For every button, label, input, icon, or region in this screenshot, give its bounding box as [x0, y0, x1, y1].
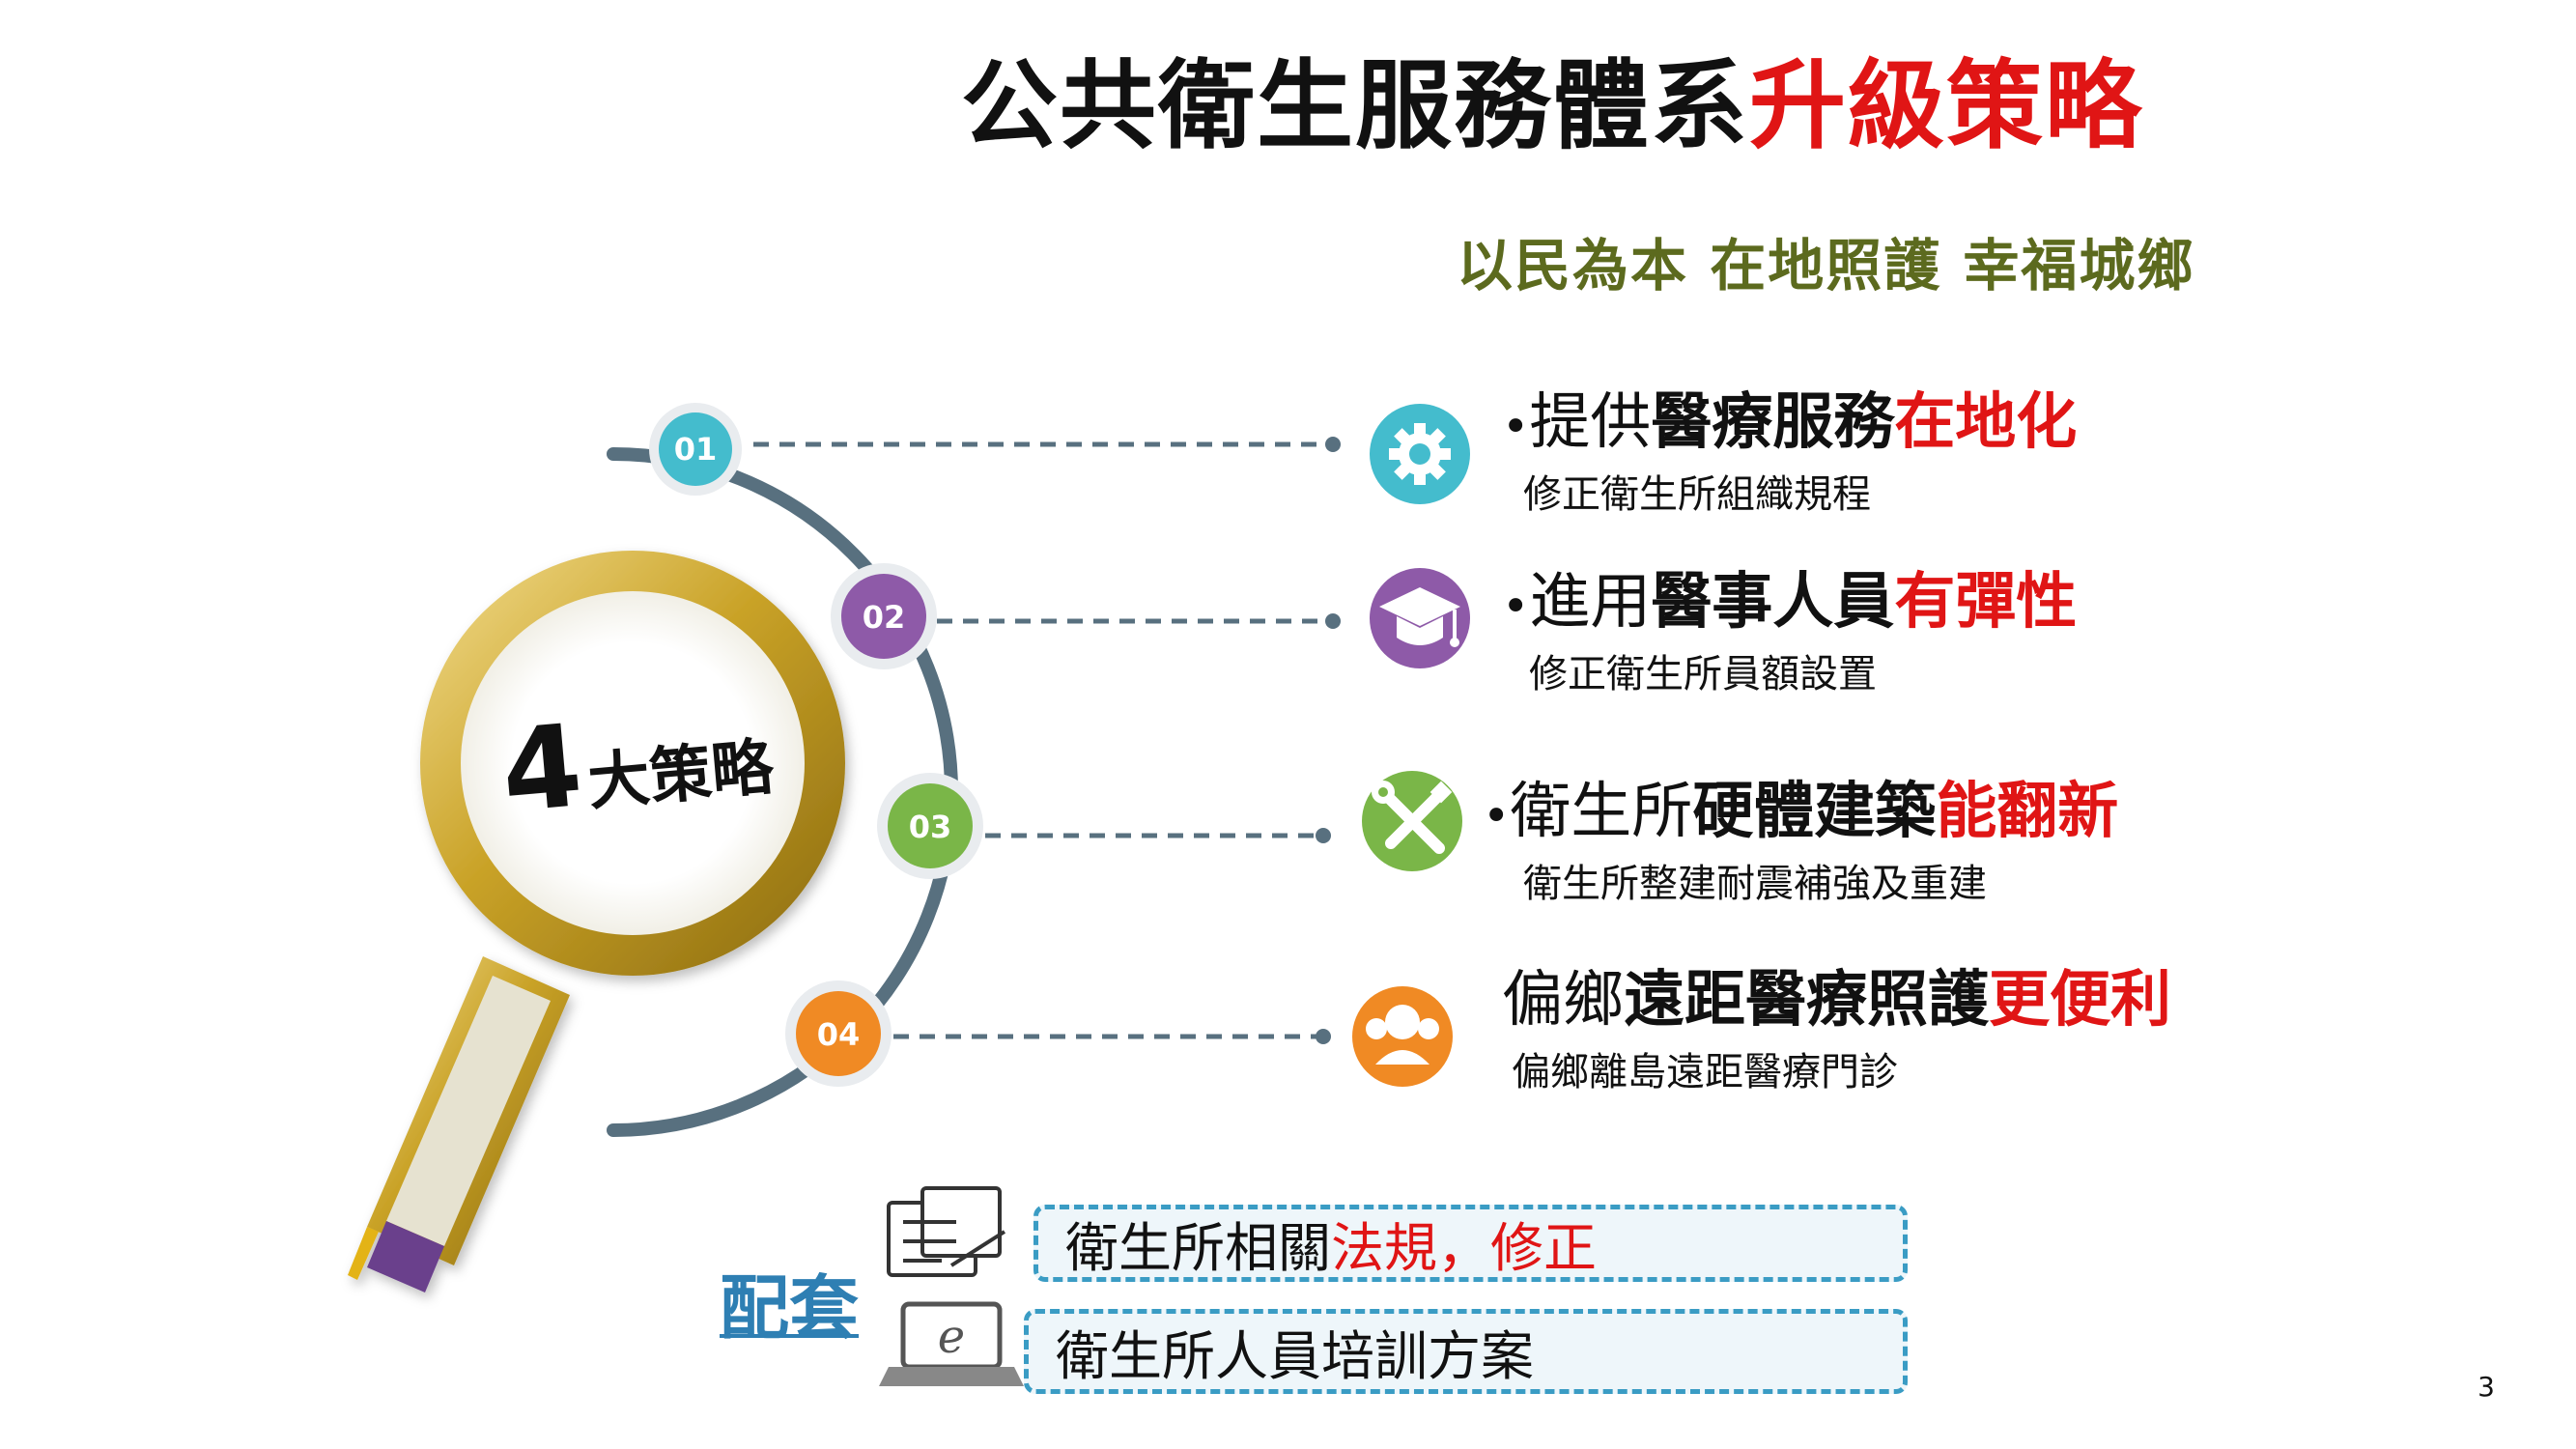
strategy-2-highlight: 有彈性	[1894, 566, 2078, 637]
strategy-1-plain: 提供	[1529, 386, 1652, 457]
support-item-2-plain: 衛生所人員培訓方案	[1056, 1325, 1535, 1387]
e-learning-laptop-icon: e	[879, 1301, 1024, 1386]
strategy-4-plain: 偏鄉	[1502, 964, 1624, 1035]
badge-02-text: 02	[863, 599, 906, 636]
strategy-2-sub: 修正衛生所員額設置	[1529, 652, 1877, 697]
strategy-3-bold: 硬體建築	[1692, 776, 1937, 846]
people-icon	[1352, 986, 1453, 1087]
support-label: 配套	[720, 1267, 860, 1349]
connector-lines	[753, 441, 1333, 1039]
strategy-1-highlight: 在地化	[1894, 386, 2078, 457]
badge-04-text: 04	[817, 1016, 861, 1053]
magnifier-handle	[348, 956, 570, 1293]
support-item-1-plain: 衛生所相關	[1065, 1217, 1332, 1279]
strategy-3: •衛生所硬體建築能翻新 衛生所整建耐震補強及重建	[1483, 776, 2119, 907]
strategy-4-bold: 遠距醫療照護	[1624, 964, 1989, 1035]
page-number: 3	[2477, 1371, 2495, 1403]
badge-01: 01	[649, 403, 742, 496]
strategy-3-highlight: 能翻新	[1936, 776, 2119, 846]
page-title: 公共衛生服務體系升級策略	[961, 50, 2143, 161]
graduation-cap-icon	[1370, 568, 1470, 668]
strategy-4-highlight: 更便利	[1989, 964, 2171, 1035]
strategy-1-sub: 修正衛生所組織規程	[1523, 472, 1871, 518]
connector-dots	[1316, 437, 1341, 1044]
gear-icon	[1370, 404, 1470, 504]
strategy-4-sub: 偏鄉離島遠距醫療門診	[1512, 1050, 1898, 1095]
badge-02: 02	[831, 563, 937, 669]
strategy-2-plain: 進用	[1529, 566, 1652, 637]
magnifier-ring	[420, 551, 845, 976]
title-main: 公共衛生服務體系	[961, 49, 1749, 162]
strategy-3-plain: 衛生所	[1510, 776, 1693, 846]
subtitle: 以民為本 在地照護 幸福城鄉	[1457, 233, 2195, 298]
strategy-1: •提供醫療服務在地化 修正衛生所組織規程	[1502, 386, 2078, 518]
title-highlight: 升級策略	[1749, 49, 2143, 162]
badge-01-text: 01	[674, 431, 718, 468]
strategy-3-sub: 衛生所整建耐震補強及重建	[1523, 862, 1987, 907]
checklist-icon	[887, 1186, 1006, 1277]
support-item-1: 衛生所相關法規，修正	[1033, 1205, 1908, 1282]
svg-text:e: e	[938, 1310, 965, 1364]
strategy-4: 偏鄉遠距醫療照護更便利 偏鄉離島遠距醫療門診	[1502, 966, 2171, 1096]
badge-03-text: 03	[909, 809, 952, 845]
strategy-2-bold: 醫事人員	[1651, 566, 1895, 637]
wrench-screwdriver-icon	[1362, 771, 1462, 871]
center-label: 4 大策略	[496, 682, 778, 838]
strategy-1-bold: 醫療服務	[1651, 386, 1895, 457]
strategy-2: •進用醫事人員有彈性 修正衛生所員額設置	[1502, 566, 2078, 697]
support-item-2: 衛生所人員培訓方案	[1024, 1309, 1908, 1394]
badge-03: 03	[877, 773, 983, 879]
center-number: 4	[495, 698, 587, 838]
badge-04: 04	[785, 980, 892, 1087]
center-text: 大策略	[584, 731, 777, 820]
support-item-1-highlight: 法規，修正	[1331, 1217, 1598, 1279]
